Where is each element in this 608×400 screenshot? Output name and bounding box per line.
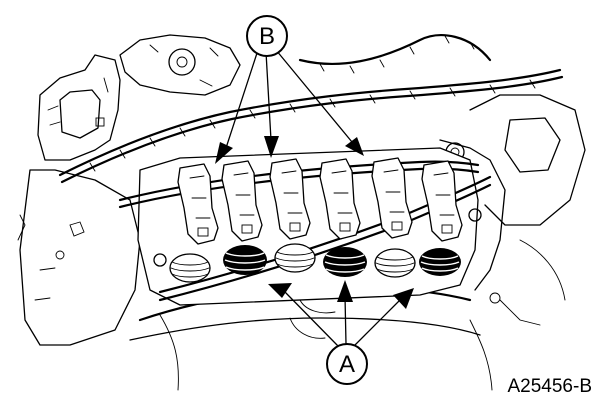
valve-spring [323,247,367,277]
arrowhead [393,288,414,309]
valve-spring [374,248,416,278]
rocker-arm [221,160,263,242]
figure-id: A25456-B [507,376,592,397]
callout-b-label: B [259,23,275,50]
valve-spring [274,243,316,273]
callout-a: A [326,343,368,385]
rocker-arm [269,158,311,240]
valve-spring [169,253,211,283]
arrowhead [215,142,233,164]
rocker-arm [319,158,361,240]
arrowhead [268,283,292,298]
valve-spring [419,248,461,276]
arrowhead [337,280,353,302]
arrowhead [345,137,364,156]
callout-a-leaders [268,280,414,347]
rocker-arm [371,157,413,239]
arrowhead [264,136,279,158]
rocker-arms [177,157,463,245]
valve-springs [169,243,461,283]
rocker-arm [177,163,219,245]
callout-b-leaders [215,49,364,164]
valve-spring [223,245,267,275]
callout-b: B [246,15,288,57]
rocker-arm [421,160,463,242]
callout-a-label: A [339,351,355,378]
